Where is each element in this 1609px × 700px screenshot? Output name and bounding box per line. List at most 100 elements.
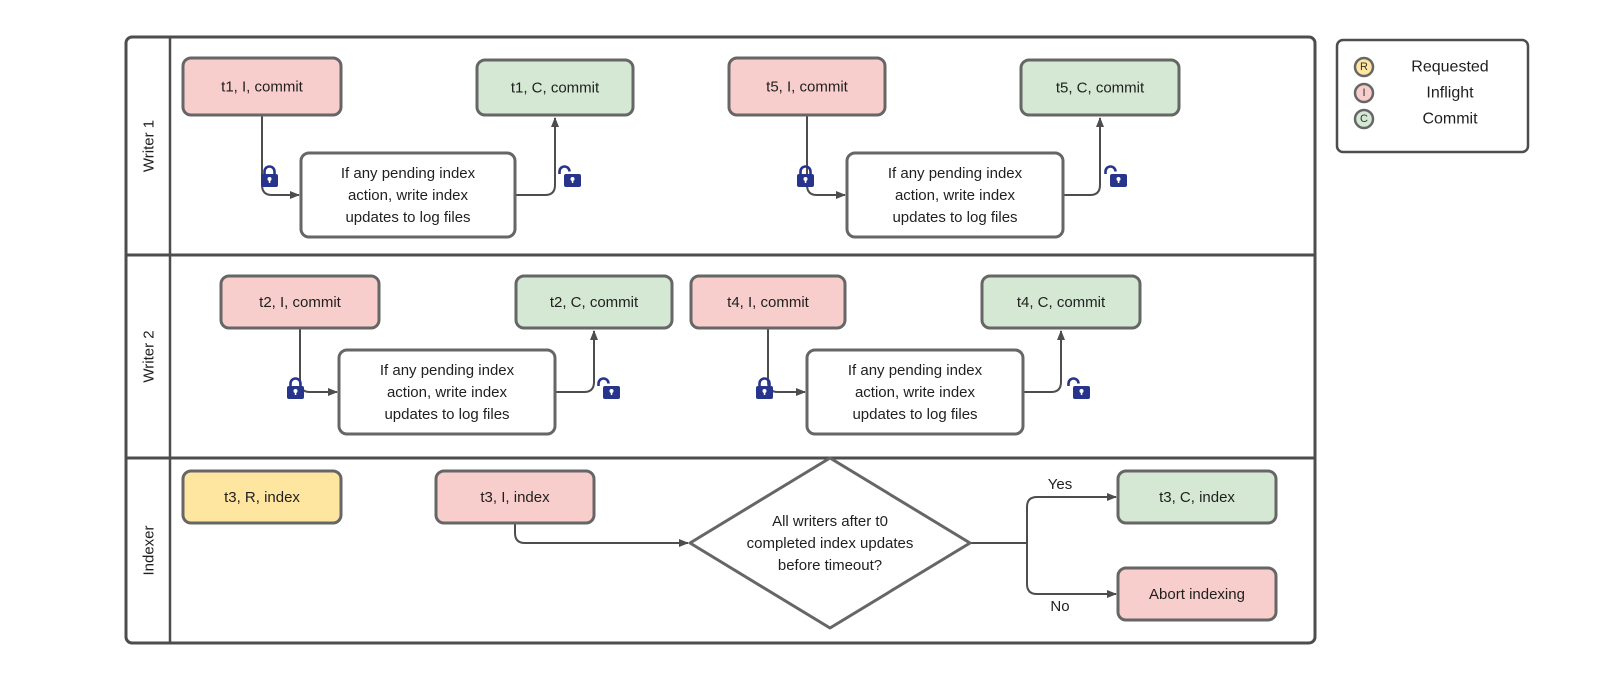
legend-state-badge xyxy=(1353,56,1375,78)
legend-item-c: C Commit xyxy=(1353,108,1478,130)
node-shape xyxy=(434,469,596,525)
node-shape xyxy=(475,58,635,117)
lock-shackle xyxy=(289,377,302,386)
node-w2-t4-i[interactable]: t4, I, commit xyxy=(689,274,847,330)
node-w1-t1-i[interactable]: t1, I, commit xyxy=(181,56,343,117)
lock-open-icon xyxy=(1104,165,1127,187)
node-shape xyxy=(1019,58,1181,117)
node-shape xyxy=(181,469,343,525)
node-w1-t5-c[interactable]: t5, C, commit xyxy=(1019,58,1181,117)
legend-box xyxy=(1335,38,1530,154)
node-ix-abort[interactable]: Abort indexing xyxy=(1116,566,1278,622)
node-shape xyxy=(1116,469,1278,525)
lock-closed-icon xyxy=(287,377,304,399)
node-ix-t3-i[interactable]: t3, I, index xyxy=(434,469,596,525)
node-shape xyxy=(688,456,972,630)
node-shape xyxy=(219,274,381,330)
node-shape xyxy=(805,348,1025,436)
node-w2-t2-i[interactable]: t2, I, commit xyxy=(219,274,381,330)
node-label: t4, C, commit xyxy=(1017,294,1106,311)
node-label: t4, I, commit xyxy=(727,294,810,311)
node-shape xyxy=(727,56,887,117)
lock-keyhole-stem xyxy=(804,179,807,183)
node-w1-t1-c[interactable]: t1, C, commit xyxy=(475,58,635,117)
lock-keyhole-stem xyxy=(294,391,297,395)
node-label: t3, R, index xyxy=(224,489,300,506)
node-w2-t2-c[interactable]: t2, C, commit xyxy=(514,274,674,330)
lock-open-icon xyxy=(1067,377,1090,399)
legend-state-badge xyxy=(1353,82,1375,104)
legend-badge-glyph: C xyxy=(1360,113,1368,125)
lane-label-writer1: Writer 1 xyxy=(141,120,158,172)
node-shape xyxy=(299,151,517,239)
lock-shackle xyxy=(1104,165,1117,174)
edge-task-to-commit xyxy=(1023,330,1065,393)
legend-state-badge xyxy=(1353,108,1375,130)
node-label: t5, C, commit xyxy=(1056,79,1145,96)
lock-shackle xyxy=(558,165,571,174)
legend-item-r: R Requested xyxy=(1353,56,1489,78)
node-shape xyxy=(1116,566,1278,622)
node-label: Abort indexing xyxy=(1149,586,1245,603)
node-shape xyxy=(980,274,1142,330)
node-w2-t4-c[interactable]: t4, C, commit xyxy=(980,274,1142,330)
edge-label-no: No xyxy=(1050,598,1069,615)
edge-label-yes: Yes xyxy=(1048,476,1072,493)
legend-label: Inflight xyxy=(1426,85,1474,102)
lock-layer xyxy=(261,165,1127,399)
lane-label-writer2: Writer 2 xyxy=(141,330,158,382)
lock-keyhole-stem xyxy=(571,179,574,183)
legend-badge-glyph: R xyxy=(1360,61,1368,73)
lock-keyhole-stem xyxy=(610,391,613,395)
node-ix-t3-r[interactable]: t3, R, index xyxy=(181,469,343,525)
legend-item-i: I Inflight xyxy=(1353,82,1474,104)
node-label: t1, I, commit xyxy=(221,78,304,95)
edge-decision-yes xyxy=(1026,493,1117,543)
lock-shackle xyxy=(799,165,812,174)
node-label: t2, C, commit xyxy=(550,294,639,311)
edge-decision-no xyxy=(1026,543,1117,598)
lock-closed-icon xyxy=(756,377,773,399)
node-shape xyxy=(337,348,557,436)
node-ix-t3-c[interactable]: t3, C, index xyxy=(1116,469,1278,525)
node-label: t1, C, commit xyxy=(511,79,600,96)
node-label: t3, I, index xyxy=(480,489,550,506)
legend-label: Commit xyxy=(1422,111,1478,128)
edge-task-to-commit xyxy=(515,117,559,196)
lock-open-icon xyxy=(597,377,620,399)
lock-keyhole-stem xyxy=(1080,391,1083,395)
lock-keyhole-stem xyxy=(1117,179,1120,183)
lock-closed-icon xyxy=(797,165,814,187)
edge-task-to-commit xyxy=(1063,117,1104,196)
lane-label-indexer: Indexer xyxy=(141,525,158,575)
lock-shackle xyxy=(263,165,276,174)
lock-closed-icon xyxy=(261,165,278,187)
edge-task-to-commit xyxy=(555,330,598,393)
lock-open-icon xyxy=(558,165,581,187)
lock-shackle xyxy=(597,377,610,386)
lock-keyhole-stem xyxy=(763,391,766,395)
lock-keyhole-stem xyxy=(268,179,271,183)
node-shape xyxy=(181,56,343,117)
node-label: t2, I, commit xyxy=(259,294,342,311)
legend-badge-glyph: I xyxy=(1362,87,1365,99)
node-label: t5, I, commit xyxy=(766,78,849,95)
node-w1-t5-i[interactable]: t5, I, commit xyxy=(727,56,887,117)
legend-label: Requested xyxy=(1411,59,1488,76)
lock-shackle xyxy=(758,377,771,386)
lock-shackle xyxy=(1067,377,1080,386)
